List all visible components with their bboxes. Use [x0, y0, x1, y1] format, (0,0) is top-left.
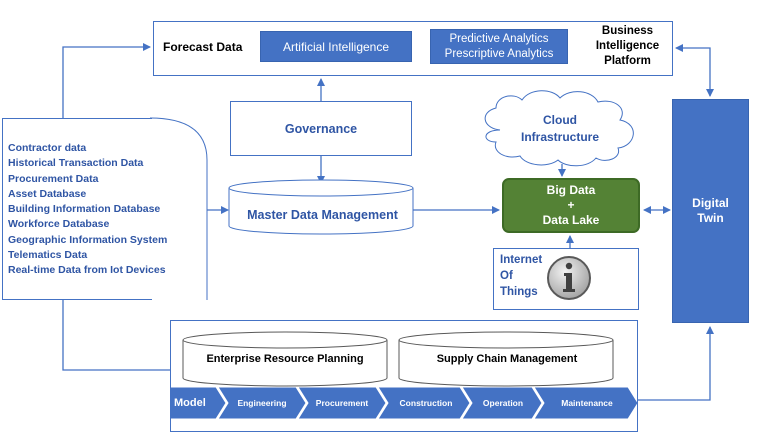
arrow-bi-twin [675, 44, 714, 97]
chevron-construction [377, 386, 471, 420]
source-item: Procurement Data [8, 172, 99, 185]
source-data-panel [2, 118, 152, 300]
mdm-label: Master Data Management [247, 208, 398, 222]
source-item: Contractor data [8, 142, 87, 154]
analytics-box: Predictive Analytics Prescriptive Analyt… [430, 29, 568, 64]
stage-chevrons [169, 386, 639, 420]
erp-cylinder [182, 331, 388, 387]
arrow-source-to-forecast [62, 43, 151, 118]
source-item: Asset Database [8, 187, 87, 200]
line-source-to-lower [62, 300, 170, 371]
source-item: Real-time Data from Iot Devices [8, 264, 166, 277]
prescriptive-label: Prescriptive Analytics [444, 47, 554, 60]
digital-twin-line: Twin [697, 211, 724, 225]
erp-label: Enterprise Resource Planning [206, 353, 364, 365]
source-item: Workforce Database [8, 218, 110, 231]
cloud-line: Cloud [543, 113, 577, 127]
chevron-procurement [297, 386, 387, 420]
chevron-maintenance [533, 386, 639, 420]
iot-line: Of [500, 270, 513, 282]
stage-label-engineering: Engineering [237, 398, 287, 408]
bi-platform-line: Intelligence [595, 40, 660, 52]
source-item: Building Information Database [8, 203, 161, 216]
bi-platform-label: Business Intelligence Platform [585, 24, 670, 69]
source-item: Telematics Data [8, 249, 88, 262]
stage-label-construction: Construction [399, 398, 453, 408]
stage-label-operation: Operation [482, 398, 524, 408]
model-label: Model [174, 397, 206, 409]
cloud-line: Infrastructure [520, 130, 600, 144]
iot-line: Things [500, 286, 538, 298]
enterprise-panel [170, 320, 638, 432]
predictive-label: Predictive Analytics [449, 32, 549, 45]
info-icon [547, 256, 591, 300]
stage-label-maintenance: Maintenance [561, 398, 613, 408]
chevron-engineering [217, 386, 307, 420]
iot-label: Internet Of Things [500, 252, 542, 300]
source-item: Geographic Information System [8, 233, 168, 246]
bigdata-line: + [567, 198, 575, 212]
digital-twin-box: Digital Twin [672, 99, 749, 323]
chevron-operation [461, 386, 543, 420]
bi-platform-box [153, 21, 673, 76]
governance-box: Governance [230, 101, 412, 156]
mdm-cylinder [228, 179, 414, 235]
source-panel-curve [149, 117, 208, 300]
iot-line: Internet [500, 254, 543, 266]
source-item: Historical Transaction Data [8, 157, 144, 170]
digital-twin-line: Digital [692, 196, 729, 210]
cloud-shape [484, 90, 634, 167]
source-data-list: Contractor data Historical Transaction D… [8, 141, 203, 279]
scm-cylinder [398, 331, 614, 387]
bi-platform-line: Business [601, 25, 654, 37]
big-data-box: Big Data + Data Lake [502, 178, 640, 233]
forecast-data-label: Forecast Data [163, 40, 243, 54]
bi-platform-line: Platform [604, 55, 651, 67]
arrow-lower-to-twin [638, 326, 714, 401]
bigdata-line: Data Lake [542, 213, 600, 227]
ai-box: Artificial Intelligence [260, 31, 412, 62]
cloud-label: Cloud Infrastructure [494, 112, 626, 146]
scm-label: Supply Chain Management [436, 353, 578, 365]
stage-label-procurement: Procurement [315, 398, 369, 408]
bigdata-line: Big Data [546, 183, 596, 197]
